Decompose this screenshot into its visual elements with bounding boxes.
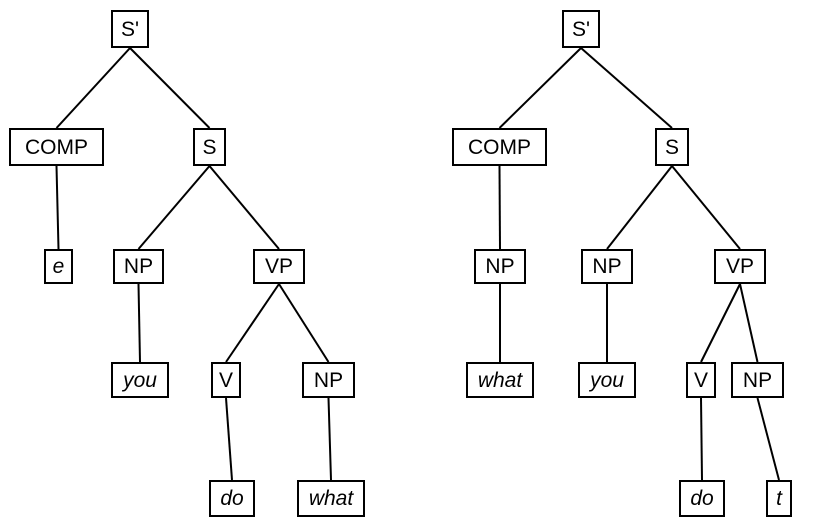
- tree-edge: [580, 47, 673, 129]
- tree-node-r_sbar: S': [562, 10, 600, 48]
- tree-edge: [129, 47, 211, 129]
- tree-node-l_s: S: [193, 128, 226, 166]
- tree-edge: [739, 283, 759, 363]
- tree-node-l_np1: NP: [113, 249, 164, 284]
- tree-terminal-r_what: what: [466, 362, 534, 398]
- tree-edge: [327, 397, 332, 481]
- tree-edge: [278, 283, 330, 363]
- tree-terminal-r_t: t: [766, 480, 792, 517]
- tree-node-l_vp: VP: [253, 249, 305, 284]
- tree-node-r_s: S: [655, 128, 689, 166]
- tree-edge: [700, 397, 703, 481]
- tree-edge: [137, 283, 141, 363]
- tree-edge: [498, 47, 582, 129]
- tree-edge: [498, 165, 501, 250]
- tree-edge: [700, 283, 741, 363]
- tree-terminal-r_you: you: [578, 362, 636, 398]
- tree-node-l_v: V: [211, 362, 241, 398]
- tree-terminal-r_do: do: [679, 480, 725, 517]
- tree-edge: [671, 165, 741, 250]
- tree-edge: [756, 397, 780, 481]
- tree-node-l_comp: COMP: [9, 128, 104, 166]
- tree-terminal-l_what: what: [297, 480, 365, 517]
- tree-terminal-l_you: you: [111, 362, 169, 398]
- tree-terminal-l_e: e: [44, 249, 73, 284]
- tree-edge: [208, 165, 280, 250]
- tree-edge: [606, 165, 673, 250]
- tree-edge: [225, 283, 280, 363]
- tree-node-r_np2: NP: [731, 362, 784, 398]
- tree-node-l_np2: NP: [302, 362, 355, 398]
- tree-node-r_vp: VP: [714, 249, 766, 284]
- tree-edge: [55, 165, 60, 250]
- tree-node-r_np0: NP: [474, 249, 526, 284]
- tree-node-r_v: V: [686, 362, 716, 398]
- tree-node-r_np1: NP: [581, 249, 633, 284]
- tree-edge: [137, 165, 211, 250]
- tree-edge: [225, 397, 233, 481]
- tree-terminal-l_do: do: [209, 480, 255, 517]
- tree-edge: [55, 47, 131, 129]
- tree-node-l_sbar: S': [111, 10, 149, 48]
- tree-node-r_comp: COMP: [452, 128, 547, 166]
